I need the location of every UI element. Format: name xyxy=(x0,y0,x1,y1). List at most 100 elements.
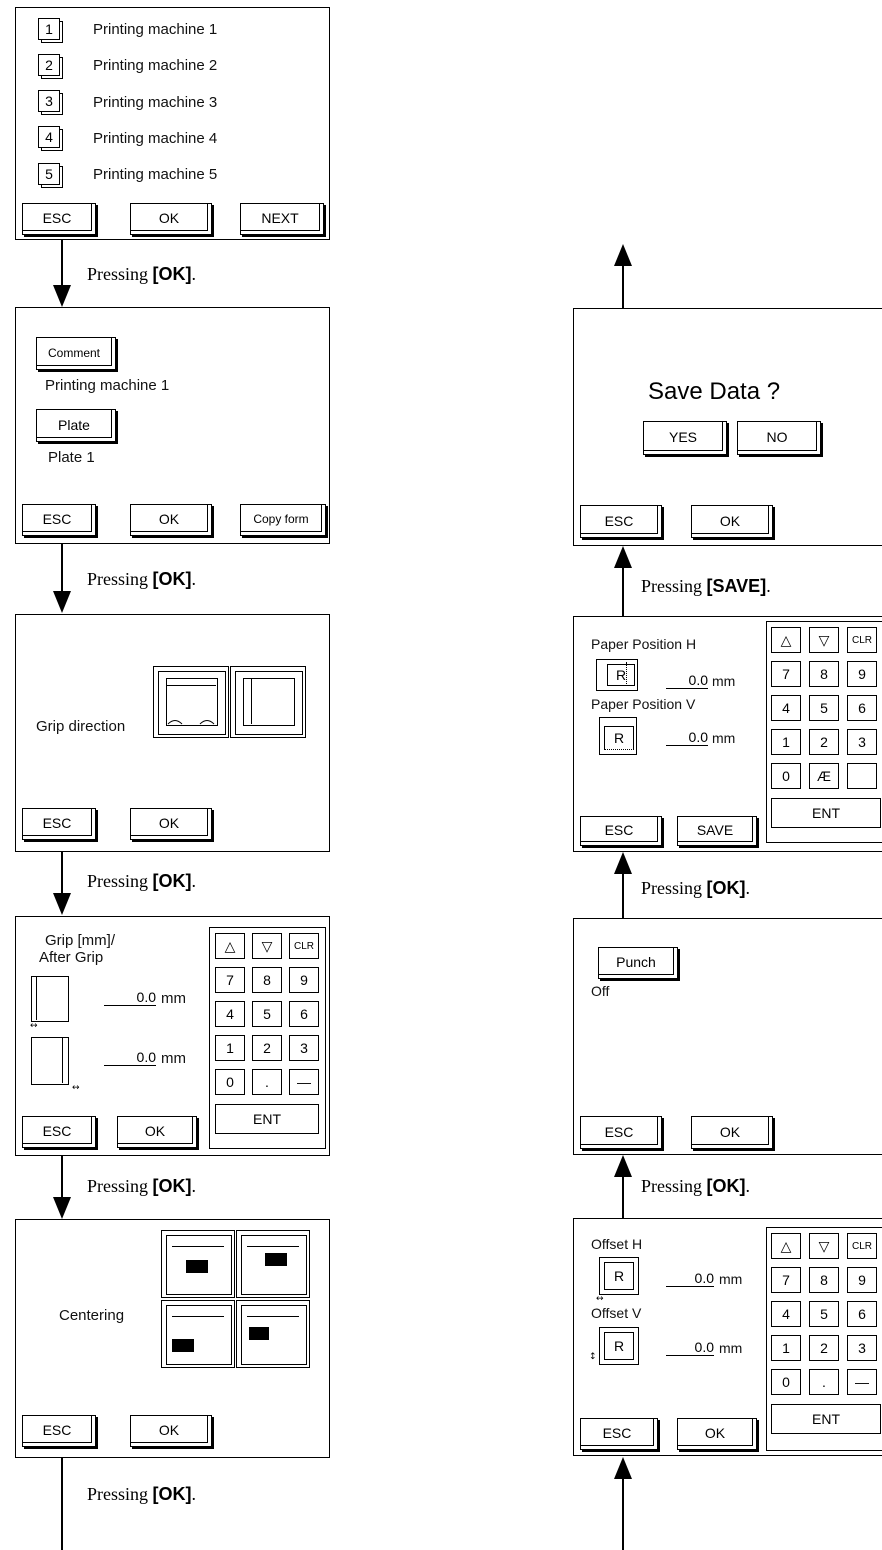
esc-button[interactable]: ESC xyxy=(22,1415,96,1447)
machine-3-button[interactable]: 3 xyxy=(38,90,60,112)
esc-button[interactable]: ESC xyxy=(22,203,96,235)
down-key[interactable]: ▽ xyxy=(809,627,839,653)
key-9[interactable]: 9 xyxy=(847,1267,877,1293)
save-button[interactable]: SAVE xyxy=(677,816,757,846)
grip-direction-option-1[interactable] xyxy=(153,666,229,738)
key-4[interactable]: 4 xyxy=(215,1001,245,1027)
key-6[interactable]: 6 xyxy=(847,1301,877,1327)
ok-button[interactable]: OK xyxy=(691,1116,773,1149)
key-1[interactable]: 1 xyxy=(771,729,801,755)
punch-button[interactable]: Punch xyxy=(598,947,678,979)
offset-v-unit: mm xyxy=(719,1340,743,1356)
key-4[interactable]: 4 xyxy=(771,1301,801,1327)
key-blank[interactable] xyxy=(847,763,877,789)
key-0[interactable]: 0 xyxy=(771,1369,801,1395)
key-7[interactable]: 7 xyxy=(771,1267,801,1293)
key-5[interactable]: 5 xyxy=(809,1301,839,1327)
clear-key[interactable]: CLR xyxy=(847,1233,877,1259)
ok-button[interactable]: OK xyxy=(117,1116,197,1148)
ok-button[interactable]: OK xyxy=(130,203,212,235)
machine-1-button[interactable]: 1 xyxy=(38,18,60,40)
key-5[interactable]: 5 xyxy=(252,1001,282,1027)
key-6[interactable]: 6 xyxy=(289,1001,319,1027)
paper-line xyxy=(251,678,252,724)
key-0[interactable]: 0 xyxy=(771,763,801,789)
esc-button[interactable]: ESC xyxy=(22,808,96,840)
up-key[interactable]: △ xyxy=(771,1233,801,1259)
key-6[interactable]: 6 xyxy=(847,695,877,721)
key-2[interactable]: 2 xyxy=(809,729,839,755)
esc-button[interactable]: ESC xyxy=(580,1116,662,1149)
machine-1-label: Printing machine 1 xyxy=(93,21,218,38)
paper-v-value: 0.0 xyxy=(666,729,708,746)
up-key[interactable]: △ xyxy=(771,627,801,653)
key-minus[interactable]: — xyxy=(289,1069,319,1095)
grip-direction-option-2[interactable] xyxy=(230,666,306,738)
arrow-down-icon xyxy=(53,1197,71,1219)
no-button[interactable]: NO xyxy=(737,421,821,455)
key-2[interactable]: 2 xyxy=(252,1035,282,1061)
machine-5-button[interactable]: 5 xyxy=(38,163,60,185)
after-grip-paper-icon xyxy=(31,1037,69,1085)
next-button[interactable]: NEXT xyxy=(240,203,324,235)
key-5[interactable]: 5 xyxy=(809,695,839,721)
ok-button[interactable]: OK xyxy=(677,1418,757,1450)
esc-button[interactable]: ESC xyxy=(580,816,662,846)
key-3[interactable]: 3 xyxy=(847,1335,877,1361)
key-1[interactable]: 1 xyxy=(771,1335,801,1361)
key-1[interactable]: 1 xyxy=(215,1035,245,1061)
esc-button[interactable]: ESC xyxy=(580,1418,658,1450)
flow-arrow xyxy=(622,564,624,616)
key-ae[interactable]: Æ xyxy=(809,763,839,789)
esc-button[interactable]: ESC xyxy=(580,505,662,538)
key-4[interactable]: 4 xyxy=(771,695,801,721)
caption-ok: Pressing [OK]. xyxy=(641,1176,751,1196)
key-0[interactable]: 0 xyxy=(215,1069,245,1095)
machine-2-button[interactable]: 2 xyxy=(38,54,60,76)
centering-option-1[interactable] xyxy=(161,1230,235,1298)
centering-option-2[interactable] xyxy=(236,1230,310,1298)
enter-key[interactable]: ENT xyxy=(771,1404,881,1434)
grip-screen: Grip [mm]/ After Grip ↔ 0.0 mm ↔ 0.0 mm … xyxy=(15,916,330,1156)
copy-form-button[interactable]: Copy form xyxy=(240,504,326,536)
key-2[interactable]: 2 xyxy=(809,1335,839,1361)
key-minus[interactable]: — xyxy=(847,1369,877,1395)
down-key[interactable]: ▽ xyxy=(809,1233,839,1259)
key-3[interactable]: 3 xyxy=(289,1035,319,1061)
key-9[interactable]: 9 xyxy=(289,967,319,993)
machine-2-label: Printing machine 2 xyxy=(93,57,218,74)
ok-button[interactable]: OK xyxy=(130,808,212,840)
clear-key[interactable]: CLR xyxy=(847,627,877,653)
key-8[interactable]: 8 xyxy=(809,661,839,687)
ok-button[interactable]: OK xyxy=(130,1415,212,1447)
centering-option-3[interactable] xyxy=(161,1300,235,1368)
key-8[interactable]: 8 xyxy=(252,967,282,993)
enter-key[interactable]: ENT xyxy=(771,798,881,828)
key-3[interactable]: 3 xyxy=(847,729,877,755)
key-9[interactable]: 9 xyxy=(847,661,877,687)
key-dot[interactable]: . xyxy=(809,1369,839,1395)
esc-button[interactable]: ESC xyxy=(22,1116,96,1148)
key-dot[interactable]: . xyxy=(252,1069,282,1095)
enter-key[interactable]: ENT xyxy=(215,1104,319,1134)
flow-connector xyxy=(622,1475,624,1550)
key-8[interactable]: 8 xyxy=(809,1267,839,1293)
up-key[interactable]: △ xyxy=(215,933,245,959)
comment-button[interactable]: Comment xyxy=(36,337,116,370)
clear-key[interactable]: CLR xyxy=(289,933,319,959)
plate-button[interactable]: Plate xyxy=(36,409,116,442)
arrow-up-icon xyxy=(614,1457,632,1479)
yes-button[interactable]: YES xyxy=(643,421,727,455)
esc-button[interactable]: ESC xyxy=(22,504,96,536)
ok-button[interactable]: OK xyxy=(691,505,773,538)
paper-line xyxy=(247,1316,299,1317)
key-7[interactable]: 7 xyxy=(215,967,245,993)
down-key[interactable]: ▽ xyxy=(252,933,282,959)
ok-button[interactable]: OK xyxy=(130,504,212,536)
grip-value: 0.0 xyxy=(104,989,156,1006)
machine-4-button[interactable]: 4 xyxy=(38,126,60,148)
grip-direction-screen: Grip direction ESC OK xyxy=(15,614,330,852)
key-7[interactable]: 7 xyxy=(771,661,801,687)
numeric-keypad: △ ▽ CLR 7 8 9 4 5 6 1 2 3 0 . — ENT xyxy=(209,927,326,1149)
centering-option-4[interactable] xyxy=(236,1300,310,1368)
